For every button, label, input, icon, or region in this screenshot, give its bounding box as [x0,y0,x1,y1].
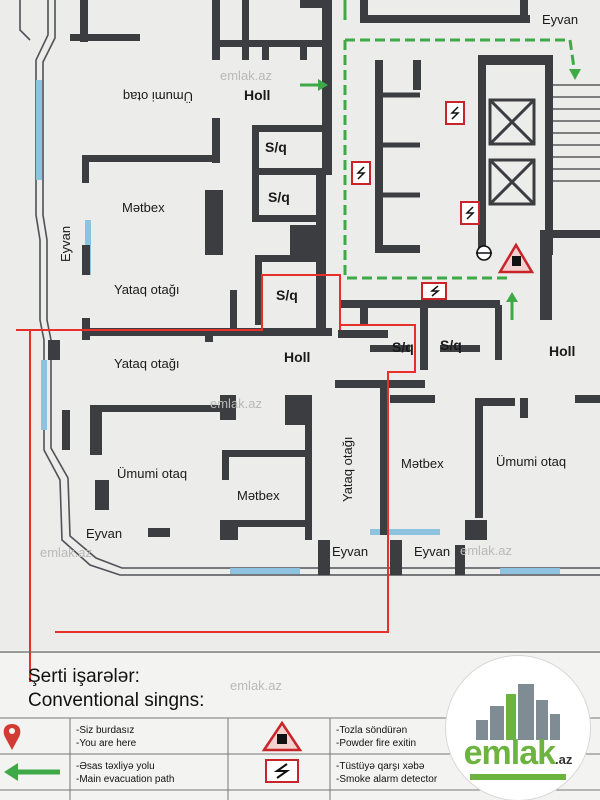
room-label-sq: S/q [276,287,298,303]
legend-item-en: -You are here [76,738,137,749]
logo-building [518,684,534,740]
room-label-metbex: Mətbex [122,200,165,215]
route-overlay [16,274,416,682]
legend-item-en: -Smoke alarm detector [336,774,438,785]
room-label-holl: Holl [244,87,270,103]
watermark: emlak.az [460,543,512,558]
elevator-shafts [488,98,536,206]
legend-item-en: -Main evacuation path [76,774,174,785]
watermark: emlak.az [40,545,92,560]
smoke-detector-mark [356,106,475,297]
interior-walls [48,0,600,575]
smoke-detector-icon [351,101,480,300]
room-label-umumi-otaq: Ümumi otaq [117,466,187,481]
room-label-eyvan: Eyvan [332,544,368,559]
location-pin-icon [3,724,21,750]
logo-strip [470,774,566,780]
room-label-sq: S/q [440,337,462,353]
evacuation-arrow-icon [4,763,60,781]
legend-heading-az: Şerti işarələr: [28,666,140,687]
room-label-yataq-otagi: Yataq otağı [340,436,355,502]
room-label-sq: S/q [268,189,290,205]
logo-building [476,720,488,740]
room-label-holl: Holl [549,343,575,359]
legend-item-az: -Tüstüyə qarşı xəbə [336,761,425,772]
room-labels: Eyvan Ümumi otaq Holl S/q S/q Mətbex Eyv… [58,12,578,559]
room-label-eyvan: Eyvan [414,544,450,559]
room-label-eyvan: Eyvan [58,226,73,262]
legend-item-az: -Siz burdasız [76,725,134,736]
legend-heading-en: Conventional singns: [28,690,204,711]
watermark: emlak.az [210,396,262,411]
logo-building [536,700,548,740]
room-label-holl: Holl [284,349,310,365]
stairs [553,84,600,182]
logo-word: emlak [463,734,556,772]
room-label-metbex: Mətbex [401,456,444,471]
logo-wordmark: emlak.az [446,734,590,773]
room-label-umumi-otaq: Ümumi otaq [496,454,566,469]
room-label-sq: S/q [265,139,287,155]
room-label-metbex: Mətbex [237,488,280,503]
room-label-sq: S/q [392,339,414,355]
legend-item-en: -Powder fire exitin [336,738,416,749]
smoke-detector-icon [265,759,299,783]
core-shelves [383,92,420,198]
evacuation-arrows [300,0,581,320]
emlak-logo: emlak.az [446,656,590,800]
room-label-umumi-otaq: Ümumi otaq [123,89,193,104]
watermark: emlak.az [230,678,282,693]
logo-building [506,694,516,740]
legend-item-az: -Əsas təxliyə yolu [76,761,155,772]
evacuation-paths [343,38,577,280]
watermarks: emlak.az emlak.az emlak.az emlak.az emla… [40,68,512,693]
legend-item-az: -Tozla söndürən [336,725,407,736]
powder-extinguisher-icon [261,720,303,752]
legend: Şerti işarələr: Conventional singns: -Si… [0,651,600,800]
room-label-yataq-otagi: Yataq otağı [114,282,180,297]
room-label-yataq-otagi: Yataq otağı [114,356,180,371]
powder-extinguisher-icon [476,242,535,274]
room-label-eyvan: Eyvan [86,526,122,541]
room-label-eyvan: Eyvan [542,12,578,27]
logo-building [490,706,504,740]
logo-building [550,714,560,740]
logo-domain: .az [555,752,573,767]
watermark: emlak.az [220,68,272,83]
